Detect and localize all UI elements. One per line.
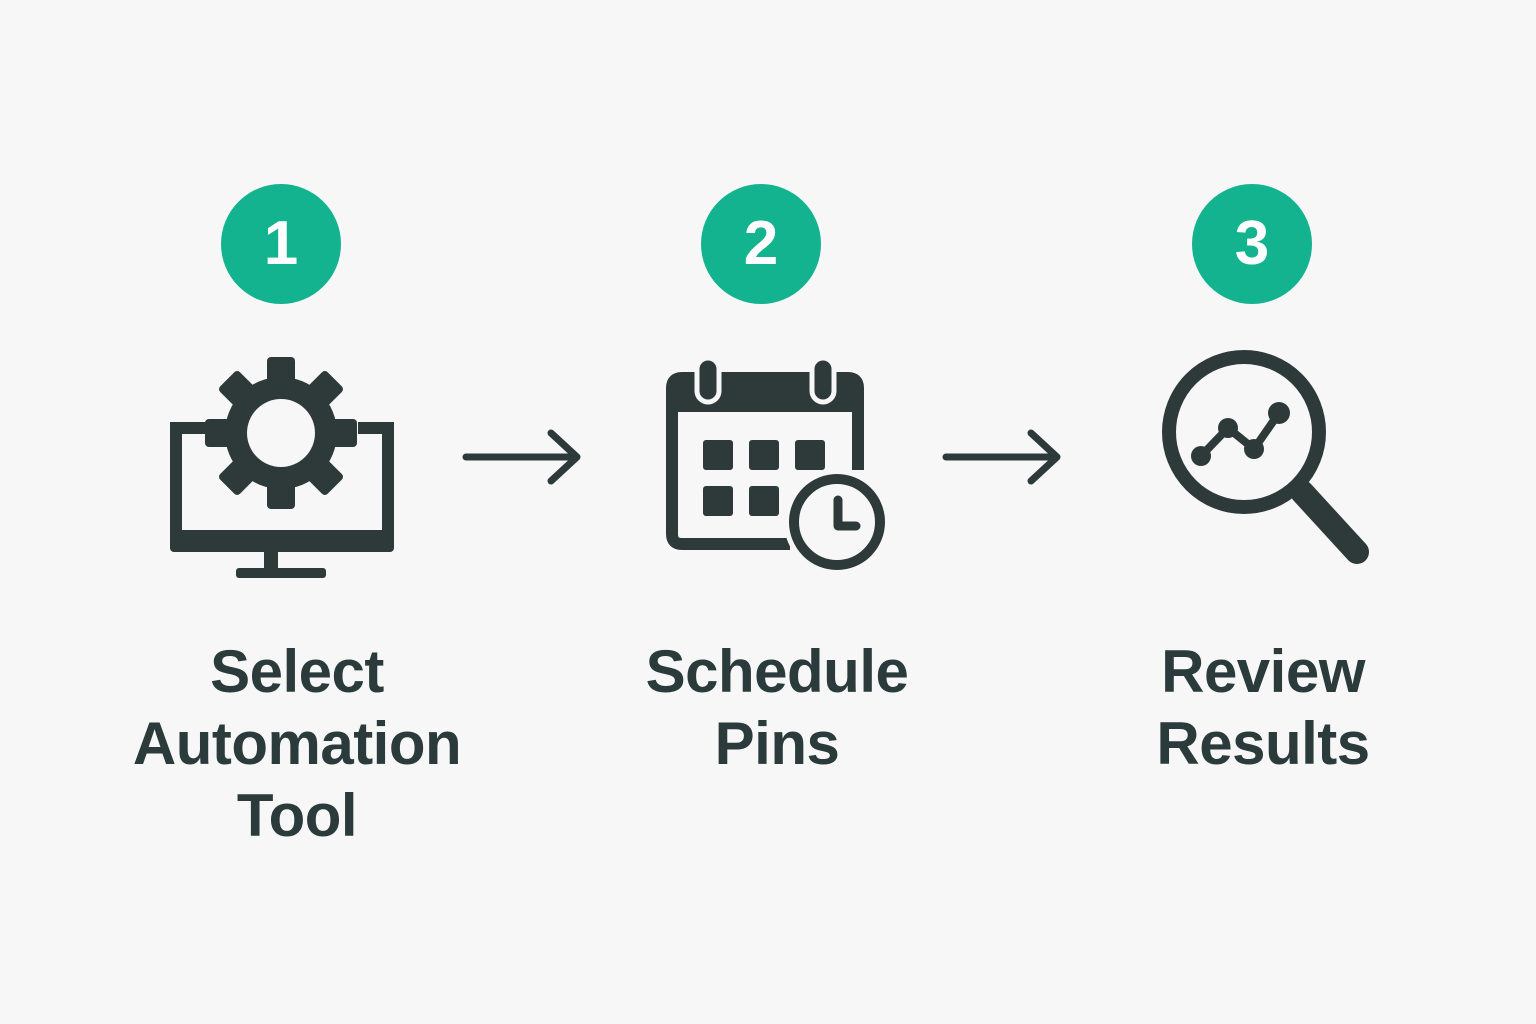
step-2-number-badge: 2 xyxy=(701,184,821,304)
arrow-right-icon xyxy=(462,429,581,485)
step-3-label-line-2: Results xyxy=(1156,710,1370,777)
arrow-right-icon xyxy=(942,429,1061,485)
step-3-number-badge: 3 xyxy=(1192,184,1312,304)
step-2-label-line-2: Pins xyxy=(714,710,840,777)
step-2-label-line-1: Schedule xyxy=(645,638,909,705)
step-2-label: Schedule Pins xyxy=(567,636,987,780)
magnifier-chart-icon xyxy=(1162,350,1369,564)
step-1-label-line-1: Select xyxy=(210,638,384,705)
monitor-gear-icon xyxy=(170,357,394,578)
step-3-label: Review Results xyxy=(1053,636,1473,780)
step-1-number-badge: 1 xyxy=(221,184,341,304)
step-1-label-line-2: Automation xyxy=(132,710,462,777)
step-1-label-line-3: Tool xyxy=(236,782,358,849)
calendar-clock-icon xyxy=(666,355,890,575)
step-1-label: Select Automation Tool xyxy=(87,636,507,852)
step-3-label-line-1: Review xyxy=(1161,638,1365,705)
